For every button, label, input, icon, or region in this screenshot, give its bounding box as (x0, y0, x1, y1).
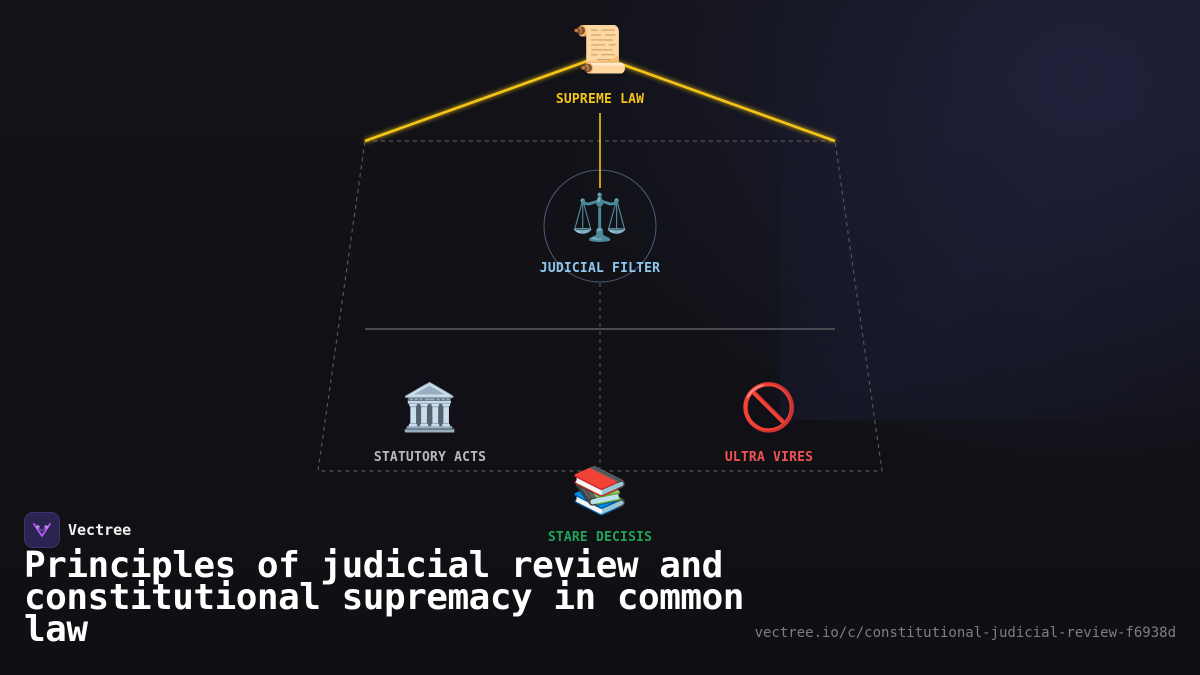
brand-name: Vectree (68, 521, 132, 539)
left-beam (364, 58, 591, 143)
node-supreme-law: 📜 SUPREME LAW (556, 22, 644, 107)
scroll-icon: 📜 (571, 22, 629, 76)
statutory-acts-label: STATUTORY ACTS (373, 450, 487, 465)
frame-trapezoid (317, 140, 883, 472)
prohibited-icon: 🚫 (740, 380, 798, 434)
stare-decisis-label: STARE DECISIS (547, 530, 653, 545)
node-statutory-acts: 🏛️ STATUTORY ACTS (374, 380, 486, 465)
ultra-vires-label: ULTRA VIRES (724, 450, 814, 465)
supreme-law-label: SUPREME LAW (555, 92, 645, 107)
scales-of-justice-icon: ⚖️ (571, 190, 629, 244)
node-judicial-filter: ⚖️ JUDICIAL FILTER (540, 190, 660, 276)
classical-building-icon: 🏛️ (401, 380, 459, 434)
brand: Vectree (24, 512, 131, 548)
source-url[interactable]: vectree.io/c/constitutional-judicial-rev… (754, 625, 1176, 641)
node-stare-decisis: 📚 STARE DECISIS (548, 463, 652, 545)
background-glow (780, 0, 1200, 420)
page-title: Principles of judicial review and consti… (24, 545, 744, 650)
judicial-filter-label: JUDICIAL FILTER (539, 261, 661, 276)
books-icon: 📚 (571, 463, 629, 517)
node-ultra-vires: 🚫 ULTRA VIRES (725, 380, 813, 465)
right-beam (609, 58, 836, 143)
vectree-logo-icon (24, 512, 60, 548)
